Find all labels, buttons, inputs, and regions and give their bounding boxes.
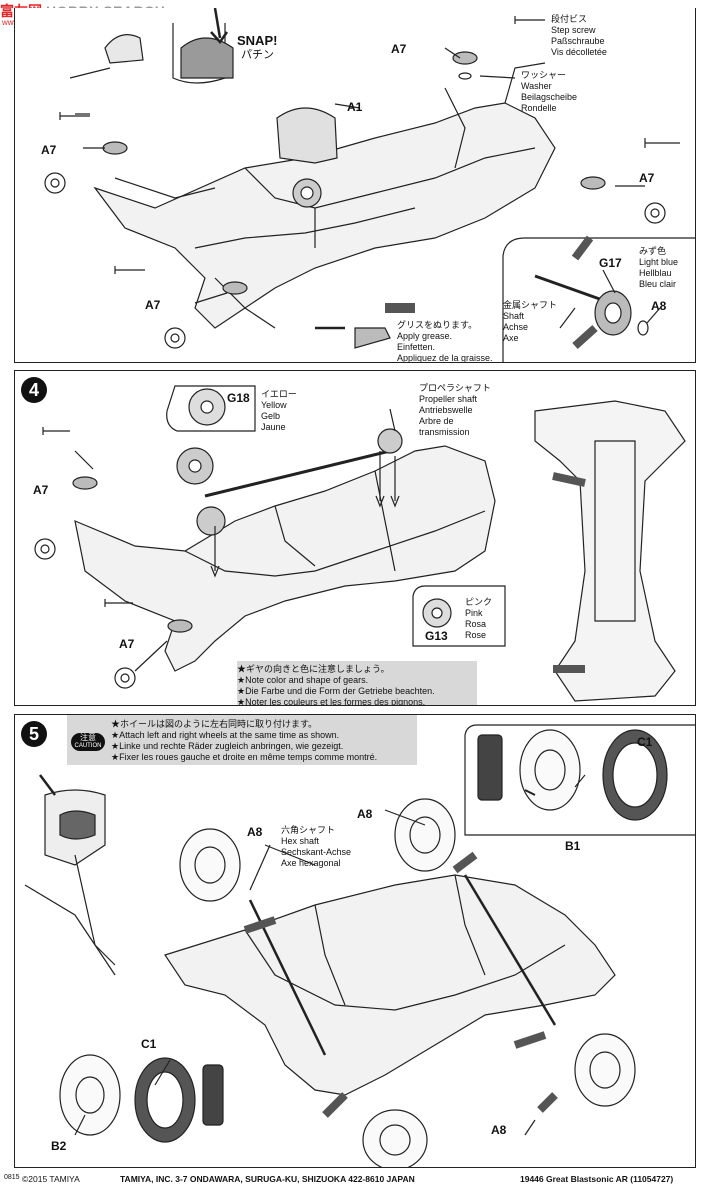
washer-label-fr: Rondelle (521, 103, 557, 113)
part-label-a7-right: A7 (639, 171, 655, 185)
washer-label-jp: ワッシャー (521, 70, 567, 80)
snap-label: SNAP! (237, 33, 278, 48)
caution-badge: 注意 CAUTION (71, 733, 105, 751)
part-label-b1: B1 (565, 839, 581, 853)
hex-shaft-label-jp: 六角シャフト (281, 825, 336, 835)
caution-note-bar (67, 715, 417, 765)
snap-label-jp: パチン (241, 49, 274, 61)
light-blue-label-de: Hellblau (639, 268, 672, 278)
part-label-g13: G13 (425, 629, 448, 643)
shaft-label-en: Shaft (503, 311, 525, 321)
part-label-a7-bottom: A7 (119, 637, 135, 651)
pink-label-en: Pink (465, 608, 483, 618)
step-number: 5 (21, 721, 47, 747)
gear-note-en: ★Note color and shape of gears. (237, 675, 369, 685)
part-label-a7-top: A7 (33, 483, 49, 497)
shaft-label-fr: Axe (503, 333, 519, 343)
caution-note-de: ★Linke und rechte Räder zugleich anbring… (111, 741, 344, 751)
hex-shaft-label-en: Hex shaft (281, 836, 320, 846)
caution-note-jp: ★ホイールは図のように左右同時に取り付けます。 (111, 719, 318, 729)
grease-label-en: Apply grease. (397, 331, 453, 341)
gear-note-jp: ★ギヤの向きと色に注意しましょう。 (237, 664, 390, 674)
grease-label-fr: Appliquez de la graisse. (397, 353, 493, 363)
caution-badge-jp: 注意 (80, 733, 96, 742)
part-label-a8-bottom: A8 (491, 1123, 507, 1137)
propeller-label-en: Propeller shaft (419, 394, 478, 404)
part-label-a7-bottom: A7 (145, 298, 161, 312)
step5-panel: 5 注意 CAUTION ★ホイールは図のように左右同時に取り付けます。 ★At… (14, 714, 696, 1168)
gear-note-de: ★Die Farbe und die Form der Getriebe bea… (237, 686, 435, 696)
part-label-a8-left: A8 (247, 825, 263, 839)
pink-label-fr: Rose (465, 630, 487, 640)
pink-label-de: Rosa (465, 619, 487, 629)
part-label-a8-top: A8 (357, 807, 373, 821)
caution-badge-en: CAUTION (74, 743, 102, 749)
gear-note-fr: ★Noter les couleurs et les formes des pi… (237, 697, 426, 706)
hex-shaft-label-de: Sechskant-Achse (281, 847, 352, 857)
part-label-a8: A8 (651, 299, 667, 313)
part-label-c1-left: C1 (141, 1037, 157, 1051)
pink-label-jp: ピンク (465, 597, 493, 607)
light-blue-label-fr: Bleu clair (639, 279, 677, 289)
hex-shaft-label-fr: Axe hexagonal (281, 858, 341, 868)
step-screw-label-de: Paßschraube (551, 36, 605, 46)
step5-chassis-illustration (15, 724, 695, 1167)
part-label-c1-right: C1 (637, 735, 653, 749)
yellow-label-de: Gelb (261, 411, 281, 421)
grease-label-jp: グリスをぬります。 (397, 320, 478, 330)
part-label-b2: B2 (51, 1139, 67, 1153)
light-blue-label-en: Light blue (639, 257, 679, 267)
yellow-label-en: Yellow (261, 400, 287, 410)
footer-address: TAMIYA, INC. 3-7 ONDAWARA, SURUGA-KU, SH… (120, 1174, 415, 1184)
light-blue-label-jp: みず色 (639, 246, 667, 256)
propeller-label-fr1: Arbre de (419, 416, 454, 426)
part-label-a7-top: A7 (391, 42, 407, 56)
part-label-a1: A1 (347, 100, 363, 114)
step3-chassis-illustration (44, 8, 695, 362)
step-screw-label-fr: Vis décolletée (551, 47, 607, 57)
footer-copyright: ©2015 TAMIYA (22, 1174, 80, 1184)
part-label-a7-left: A7 (41, 143, 57, 157)
caution-note-en: ★Attach left and right wheels at the sam… (111, 730, 340, 740)
step3-panel: A7 A1 A7 A7 A7 G17 A8 SNAP! パチン 段付ビス Ste… (14, 8, 696, 363)
grease-label-de: Einfetten. (397, 342, 436, 352)
footer-product: 19446 Great Blastsonic AR (11054727) (520, 1174, 674, 1184)
step-number: 4 (21, 377, 47, 403)
propeller-label-fr2: transmission (419, 427, 470, 437)
part-label-g17: G17 (599, 256, 622, 270)
shaft-label-de: Achse (503, 322, 529, 332)
shaft-label-jp: 金属シャフト (503, 300, 558, 310)
step4-panel: 4 (14, 370, 696, 706)
part-label-g18: G18 (227, 391, 250, 405)
propeller-label-jp: プロペラシャフト (419, 383, 491, 393)
yellow-label-jp: イエロー (261, 389, 297, 399)
caution-note-fr: ★Fixer les roues gauche et droite en mêm… (111, 752, 378, 762)
washer-label-en: Washer (521, 81, 552, 91)
gear-note-bar (237, 661, 477, 705)
step-screw-label-en: Step screw (551, 25, 596, 35)
propeller-label-de: Antriebswelle (419, 405, 473, 415)
yellow-label-fr: Jaune (261, 422, 286, 432)
washer-label-de: Beilagscheibe (521, 92, 578, 102)
step4-chassis-illustration (34, 385, 686, 702)
step-screw-label-jp: 段付ビス (551, 14, 588, 24)
footer-code: 0815 (4, 1174, 20, 1181)
